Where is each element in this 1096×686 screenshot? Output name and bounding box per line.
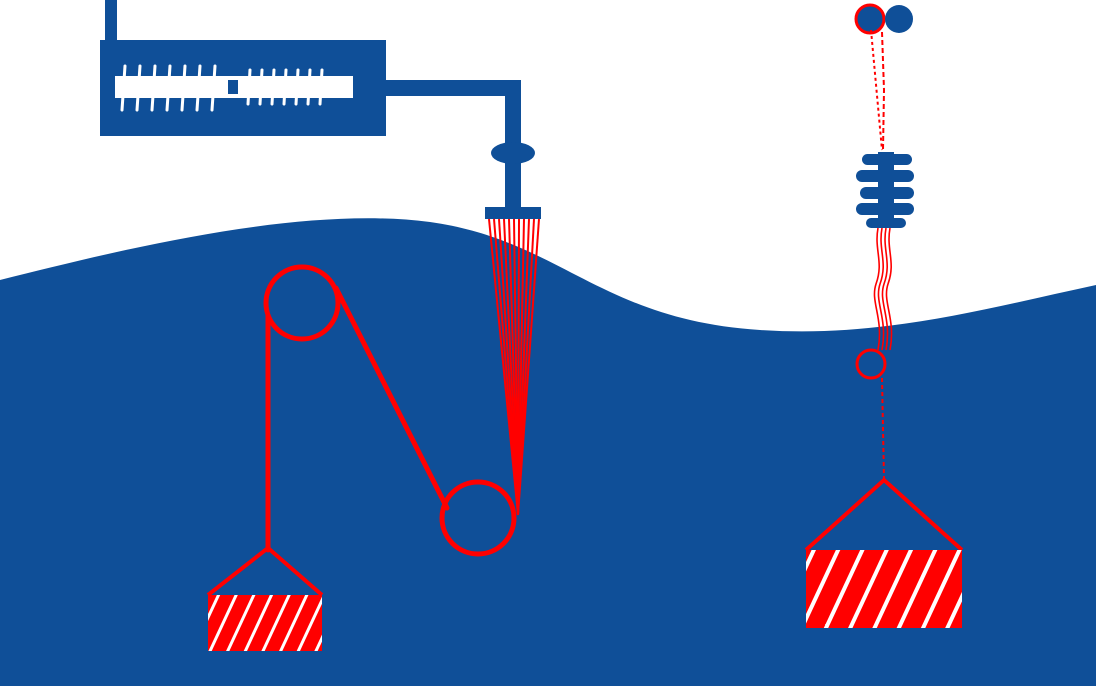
draw-belt xyxy=(265,285,450,553)
filament-bundle xyxy=(488,218,540,516)
godet-stack-icon xyxy=(856,152,914,228)
ring-guide-icon xyxy=(855,348,887,380)
single-fiber xyxy=(870,29,886,151)
single-fiber-lower xyxy=(881,377,885,481)
guide-icon xyxy=(854,3,886,35)
valve-icon xyxy=(491,142,535,164)
roller-icon xyxy=(439,479,517,557)
spinneret-icon xyxy=(485,207,541,219)
bobbin-icon xyxy=(804,477,964,628)
extruder-icon xyxy=(100,0,535,210)
pulley-icon xyxy=(263,264,341,342)
bobbin-icon xyxy=(206,545,324,651)
wavy-filaments xyxy=(873,227,893,351)
guide-icon xyxy=(885,5,913,33)
screw-thread-icon xyxy=(120,64,324,112)
take-up-guide xyxy=(854,3,913,35)
